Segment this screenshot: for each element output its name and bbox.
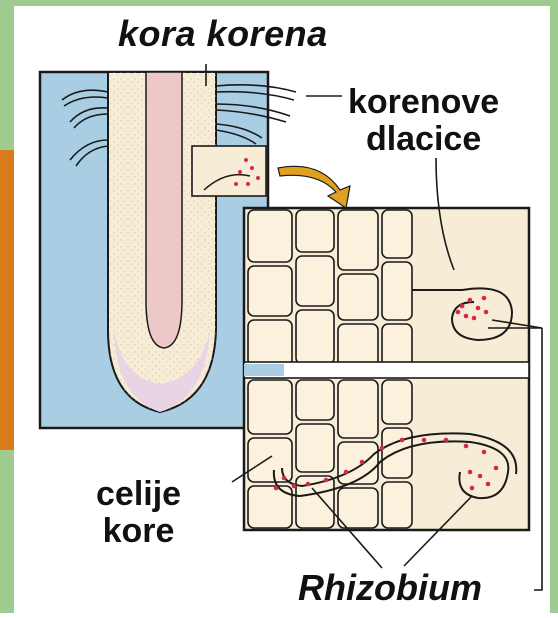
detail-panel: [244, 208, 529, 530]
root-hairs-label-line1: korenove: [348, 84, 499, 121]
root-hairs-label: korenove dlacice: [348, 84, 499, 157]
cortex-cells-label-line1: celije: [96, 476, 181, 513]
title-label: kora korena: [118, 16, 328, 52]
cortex-cells-label-line2: kore: [96, 513, 181, 550]
rhizobium-label: Rhizobium: [298, 570, 482, 606]
root-hairs-label-line2: dlacice: [348, 121, 499, 158]
cortex-cells-label: celije kore: [96, 476, 181, 549]
